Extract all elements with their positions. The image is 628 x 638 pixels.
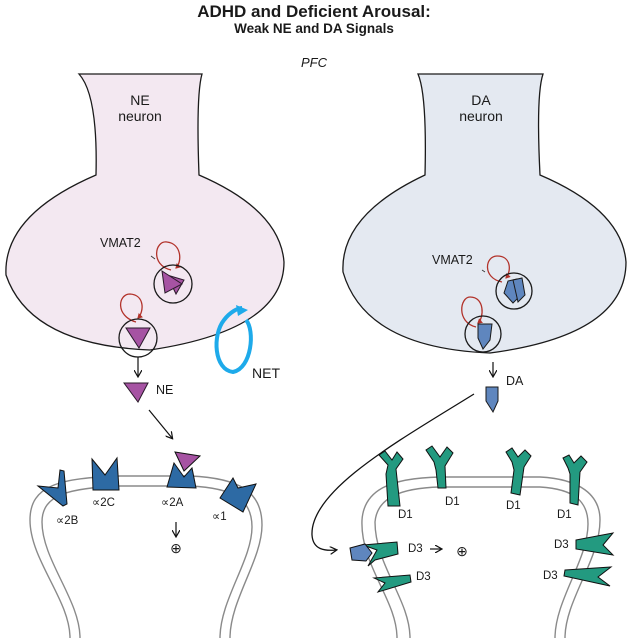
da-vesicle-1	[486, 255, 533, 310]
bound-da-molecule	[349, 543, 373, 562]
da-neuron-label-1: DA	[471, 92, 491, 108]
ne-vesicle-1	[153, 241, 193, 304]
receptor-D1-3: D1	[505, 447, 532, 512]
receptor-alpha2A: ∝2A ⊕	[161, 451, 202, 556]
receptor-D1-4: D1	[557, 454, 588, 521]
ne-neuron-label-2: neuron	[118, 108, 162, 124]
net-transporter: NET	[214, 305, 280, 381]
D3-label-4: D3	[543, 570, 558, 582]
da-vesicle-2	[461, 296, 502, 353]
D3-label-1: D3	[408, 543, 423, 555]
receptor-D3-bound: D3 ⊕	[349, 541, 468, 567]
net-loop-icon	[214, 306, 253, 375]
receptor-alpha2C: ∝2C	[91, 456, 120, 509]
receptor-D1-1: D1	[378, 450, 413, 521]
D1-label-1: D1	[398, 509, 413, 521]
diffusion-arrow	[311, 393, 475, 550]
da-effect-symbol: ⊕	[456, 543, 468, 559]
ne-released-label: NE	[156, 383, 173, 397]
vmat2-loop-icon	[119, 293, 143, 323]
da-neuron: DA neuron VMAT2 DA	[311, 73, 627, 550]
alpha2B-label: ∝2B	[56, 515, 79, 527]
receptor-D3-4: D3	[543, 566, 613, 587]
D1-label-4: D1	[557, 509, 572, 521]
D1-label-2: D1	[445, 496, 460, 508]
ne-neuron-body	[5, 73, 285, 351]
ne-vesicle-2	[118, 293, 158, 358]
da-neuron-body	[342, 73, 627, 354]
ne-effect-symbol: ⊕	[170, 540, 182, 556]
da-molecule	[485, 386, 499, 414]
ne-neuron: NE neuron VMAT2 NET NE	[5, 73, 285, 438]
da-neuron-label-2: neuron	[459, 108, 503, 124]
receptor-D3-3: D3	[554, 532, 615, 556]
diagram-title: ADHD and Deficient Arousal:	[197, 2, 431, 21]
ne-vmat2-label: VMAT2	[100, 236, 141, 250]
net-label: NET	[252, 365, 280, 381]
D3-label-3: D3	[554, 539, 569, 551]
receptor-alpha2B: ∝2B	[36, 469, 79, 527]
diagram-subtitle: Weak NE and DA Signals	[234, 21, 394, 36]
ne-molecule	[123, 382, 149, 403]
D3-label-2: D3	[416, 571, 431, 583]
receptor-alpha1: ∝1	[212, 476, 257, 523]
alpha1-label: ∝1	[212, 511, 227, 523]
da-vmat2-label: VMAT2	[432, 253, 473, 267]
da-released-label: DA	[506, 374, 524, 388]
receptor-D3-2: D3	[372, 571, 431, 593]
vmat2-loop-icon	[155, 241, 181, 271]
vmat2-loop-icon	[486, 255, 511, 283]
D1-label-3: D1	[506, 500, 521, 512]
binding-arrow	[148, 409, 172, 438]
alpha2A-label: ∝2A	[161, 497, 184, 509]
alpha2C-label: ∝2C	[92, 497, 115, 509]
ne-postsynaptic-membrane	[29, 475, 263, 638]
bound-ne-molecule	[174, 451, 202, 472]
region-label: PFC	[301, 55, 328, 70]
receptor-D1-2: D1	[425, 445, 460, 508]
ne-neuron-label-1: NE	[130, 92, 149, 108]
